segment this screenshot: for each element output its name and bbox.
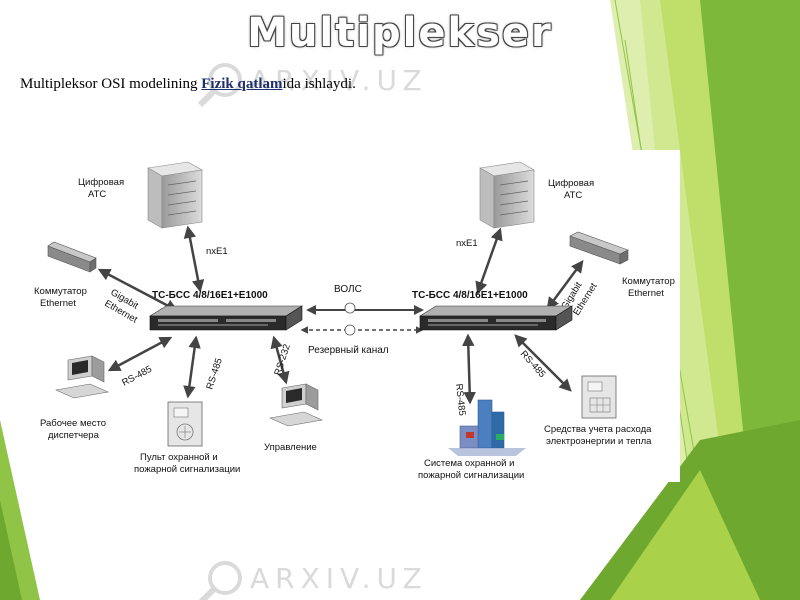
- subtitle-link-fizik-qatlam[interactable]: Fizik qatlam: [201, 76, 283, 92]
- watermark-4: ARXIV.UZ: [198, 561, 428, 600]
- subtitle-text-before: Multipleksor OSI modelining: [20, 76, 202, 92]
- left-panel-label-line2: пожарной сигнализации: [134, 464, 240, 475]
- right-building-icon: [448, 399, 526, 456]
- left-fire-panel-icon: [167, 401, 203, 447]
- right-multiplexer-icon: [418, 305, 574, 331]
- right-switch-label-line2: Ethernet: [628, 288, 664, 299]
- right-ats-server-icon: [479, 161, 535, 229]
- right-meter-label-line2: электроэнергии и тепла: [546, 436, 652, 447]
- green-corner-bottom-right-light: [610, 470, 760, 600]
- svg-text:ARXIV.UZ: ARXIV.UZ: [250, 64, 428, 97]
- left-control-computer-icon: [268, 383, 324, 427]
- right-rs485-link-building: [462, 333, 476, 405]
- left-ats-label-line2: АТС: [88, 189, 106, 200]
- right-meter-label-line1: Средства учета расхода: [544, 424, 652, 435]
- middle-vols-label: ВОЛС: [334, 284, 362, 295]
- left-ethernet-switch-icon: [47, 241, 97, 273]
- subtitle-text-after: ida ishlaydi.: [282, 76, 356, 92]
- left-workstation-icon: [54, 355, 110, 399]
- right-nxe1-label: nxE1: [456, 238, 478, 249]
- left-switch-label-line1: Коммутатор: [34, 286, 87, 297]
- right-mux-label: ТС-БСС 4/8/16Е1+Е1000: [412, 290, 528, 301]
- left-workstation-label-line2: диспетчера: [48, 430, 100, 441]
- left-nxe1-link: [183, 225, 205, 293]
- left-ats-label-line1: Цифровая: [78, 177, 124, 188]
- network-diagram: Цифровая АТС nxE1 Коммутатор Ethernet Gi…: [30, 150, 680, 482]
- right-nxe1-link: [475, 227, 503, 295]
- left-rs232-link: [270, 335, 290, 385]
- green-corner-bottom-left-dark: [0, 500, 22, 600]
- left-rs485-link-workstation: [107, 336, 173, 372]
- right-gigabit-link: [546, 259, 584, 311]
- left-control-label: Управление: [264, 442, 317, 453]
- right-system-label-line2: пожарной сигнализации: [418, 470, 524, 481]
- left-rs485-link-panel: [183, 335, 201, 399]
- slide-title: Multiplekser: [247, 10, 553, 56]
- left-multiplexer-icon: [148, 305, 304, 331]
- middle-reserve-symbol: [344, 324, 356, 336]
- right-ats-label-line1: Цифровая: [548, 178, 594, 189]
- right-rs485-link-meter: [514, 334, 572, 392]
- left-gigabit-link: [97, 268, 179, 312]
- slide-subtitle: Multipleksor OSI modelining Fizik qatlam…: [20, 76, 356, 93]
- right-system-label-line1: Система охранной и: [424, 458, 514, 469]
- watermark-1: ARXIV.UZ: [197, 63, 428, 108]
- right-meter-icon: [581, 375, 617, 419]
- right-rs485-label-a: RS-485: [453, 383, 467, 416]
- middle-reserve-label: Резервный канал: [308, 345, 389, 356]
- right-switch-label-line1: Коммутатор: [622, 276, 675, 287]
- left-ats-server-icon: [147, 161, 203, 229]
- left-switch-label-line2: Ethernet: [40, 298, 76, 309]
- middle-fiber-symbol: [344, 302, 356, 314]
- left-workstation-label-line1: Рабочее место: [40, 418, 106, 429]
- right-ats-label-line2: АТС: [564, 190, 582, 201]
- svg-text:ARXIV.UZ: ARXIV.UZ: [250, 562, 428, 595]
- right-ethernet-switch-icon: [569, 231, 629, 265]
- left-nxe1-label: nxE1: [206, 246, 228, 257]
- left-mux-label: ТС-БСС 4/8/16Е1+Е1000: [152, 290, 268, 301]
- left-panel-label-line1: Пульт охранной и: [140, 452, 218, 463]
